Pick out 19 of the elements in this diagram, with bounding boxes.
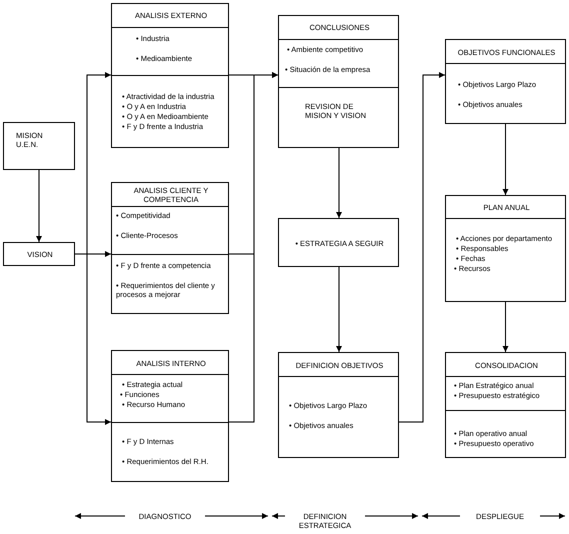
- arrow: [228, 72, 278, 422]
- process-box: [111, 182, 229, 314]
- process-box: [3, 122, 75, 170]
- process-box: [278, 352, 399, 458]
- arrow: [502, 124, 508, 196]
- process-box: [445, 39, 566, 124]
- arrow: [502, 302, 508, 352]
- process-box: [445, 195, 566, 302]
- arrow: [398, 72, 446, 422]
- arrow: [36, 170, 42, 242]
- process-box: [111, 3, 229, 148]
- process-box: [445, 352, 566, 458]
- arrow: [336, 148, 342, 218]
- arrow: [74, 254, 112, 425]
- arrow: [336, 266, 342, 352]
- process-box: [278, 218, 399, 267]
- process-box: [111, 350, 229, 482]
- process-box: [278, 15, 399, 148]
- process-box: [3, 242, 75, 266]
